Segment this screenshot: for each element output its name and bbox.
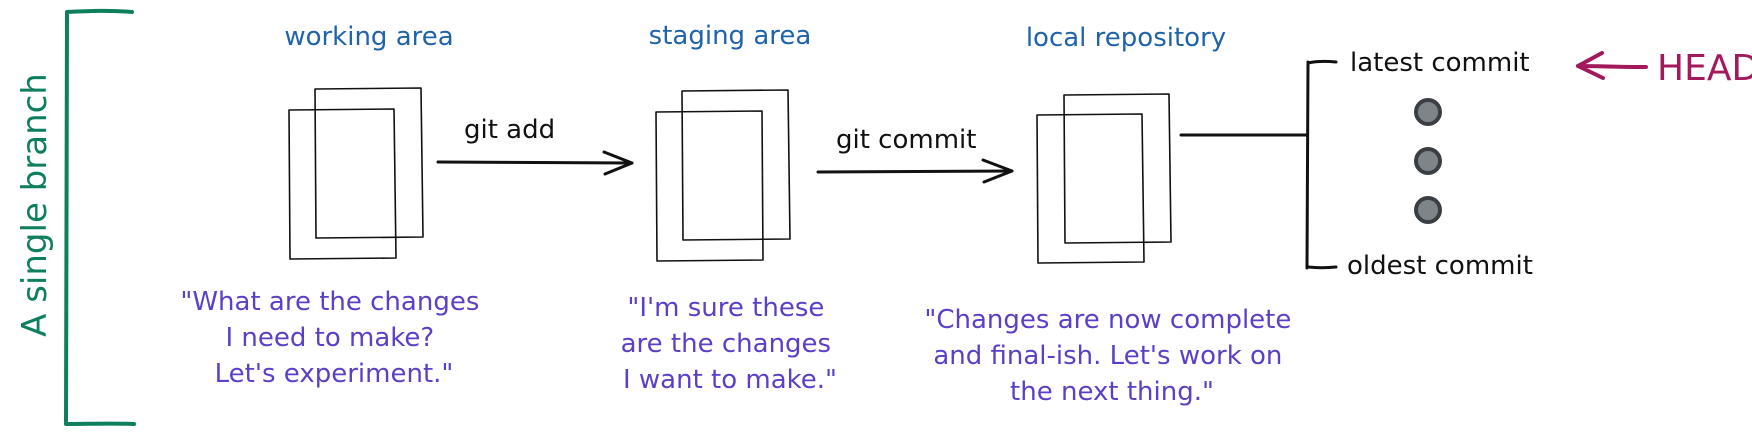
git-commit-arrow [816, 158, 1014, 184]
commit-dot [1414, 98, 1442, 126]
commit-history-connector [1179, 59, 1338, 270]
local-repository-title: local repository [1026, 23, 1226, 53]
git-add-arrow [436, 150, 634, 176]
working-area-quote: "What are the changes I need to make? Le… [180, 287, 487, 389]
git-commit-label: git commit [836, 125, 976, 155]
head-arrow [1576, 51, 1648, 80]
head-label: HEAD [1657, 48, 1752, 89]
branch-label: A single branch [15, 73, 55, 337]
branch-bracket [64, 8, 136, 426]
local-repository-quote: "Changes are now complete and final-ish.… [924, 305, 1299, 407]
staging-area-files-icon [655, 89, 791, 262]
staging-area-quote: "I'm sure these are the changes I want t… [621, 293, 840, 395]
oldest-commit-label: oldest commit [1347, 251, 1533, 281]
commit-dot [1414, 147, 1442, 175]
latest-commit-label: latest commit [1350, 48, 1530, 78]
working-area-files-icon [288, 87, 424, 260]
staging-area-title: staging area [649, 21, 812, 51]
git-add-label: git add [464, 115, 555, 145]
local-repository-files-icon [1036, 93, 1172, 264]
commit-dots [1414, 98, 1442, 224]
commit-dot [1414, 196, 1442, 224]
working-area-title: working area [284, 22, 453, 52]
